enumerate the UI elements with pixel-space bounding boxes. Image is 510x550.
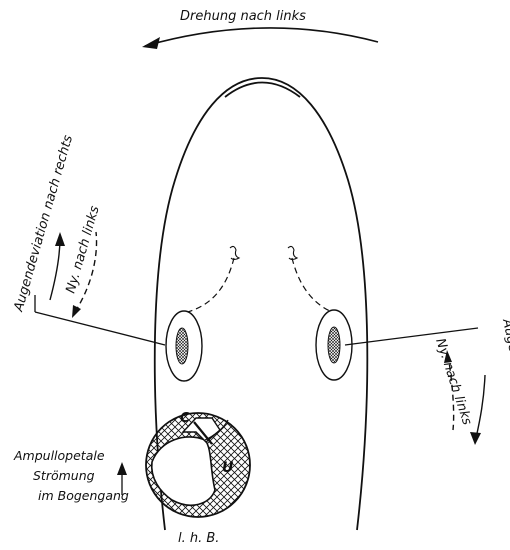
ampullopetal-label-line1: Ampullopetale <box>13 448 105 463</box>
canal-c-label: C <box>180 411 190 426</box>
right-nystagmus-label: Ny. nach links <box>432 337 474 428</box>
ampullopetal-label-line2: Strömung <box>33 468 95 483</box>
rotation-label: Drehung nach links <box>180 9 306 24</box>
right-eye-deviation-label: Augendeviation nach rechts <box>499 317 510 500</box>
canal-u-label: U <box>222 460 234 476</box>
left-eye-pointer <box>35 295 165 345</box>
rotation-arrow <box>142 28 378 49</box>
left-labyrinth <box>166 311 202 381</box>
left-nystagmus-label: Ny. nach links <box>63 204 102 295</box>
canal-lhb-label: l. h. B. <box>178 531 219 546</box>
right-nerve-path <box>288 246 332 312</box>
right-eye-deviation-arrow <box>470 375 485 445</box>
ampullopetal-label-line3: im Bogengang <box>38 488 129 503</box>
right-eye-pointer <box>345 328 478 345</box>
semicircular-canal <box>146 413 250 517</box>
left-nerve-path <box>188 246 239 312</box>
